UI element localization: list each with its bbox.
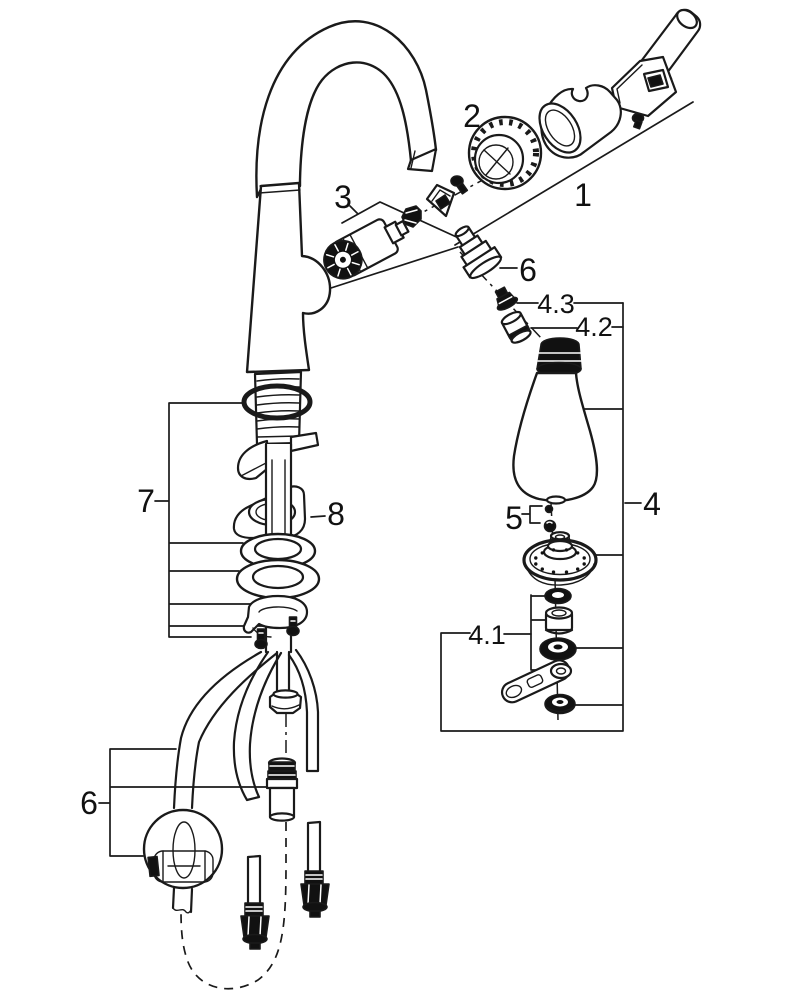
cartridge-nut: [401, 205, 422, 228]
screw-ball-group: [543, 504, 557, 533]
mounting-stack-group: [232, 370, 321, 654]
pullout-hose-outer: [172, 650, 263, 810]
label-part-2: 2: [463, 98, 481, 134]
diverter-arm: [500, 659, 573, 704]
cap-ring-group: [467, 115, 543, 191]
spray-head-group: [512, 337, 599, 505]
center-outlet-tube: [275, 650, 291, 696]
leader-lines: [154, 101, 694, 732]
supply-hose-left-curve: [232, 650, 283, 802]
bottom-seal-ring: [544, 693, 576, 715]
supply-end-left: [240, 854, 270, 950]
cartridge-screw: [450, 175, 469, 195]
flow-regulator: [500, 310, 532, 344]
quick-connect-coupling: [265, 757, 299, 822]
spray-head-outlet: [545, 495, 567, 505]
weight-hose-stub: [171, 886, 194, 914]
check-valve-seal: [494, 286, 519, 311]
handle-base-facet: [616, 64, 643, 104]
supply-end-right: [300, 820, 330, 918]
part-labels: 1 2 3 4 4.1 4.2 4.3 5 6 6 7 8: [80, 98, 661, 821]
cap-ring-spokes: [483, 147, 511, 176]
handle-window-inner: [647, 74, 664, 88]
hose-weight-ball: [142, 808, 224, 890]
spray-head-body: [512, 371, 599, 502]
label-part-4-2: 4.2: [575, 312, 613, 342]
gasket-ring-2-hole: [251, 564, 305, 590]
hose-nut-fitting: [268, 689, 303, 715]
label-part-6-hose: 6: [80, 785, 98, 821]
hose-loop-path: [180, 822, 287, 990]
cap-ring-ribs: [471, 119, 539, 187]
label-part-4: 4: [643, 486, 661, 522]
arm-ring: [549, 662, 573, 680]
label-part-6-spray: 6: [519, 252, 537, 288]
mounting-screw-right: [286, 616, 300, 637]
leader-part-3: [341, 201, 464, 241]
bracket-part-4-1: [530, 594, 547, 671]
pullout-hose-inner: [190, 651, 279, 810]
dome-sleeve: [538, 84, 622, 159]
handle-assembly-group: [538, 8, 702, 159]
label-part-1: 1: [574, 177, 592, 213]
grub-screw: [544, 504, 554, 514]
cartridge-body: [323, 218, 410, 280]
bracket-part-4: [440, 302, 642, 732]
o-ring: [241, 383, 313, 421]
bracket-part-5: [521, 505, 543, 524]
leader-part-4-2: [530, 326, 624, 329]
spray-connector-group: [454, 225, 503, 280]
label-part-7: 7: [137, 483, 155, 519]
cartridge-group: [323, 175, 469, 280]
label-part-4-1: 4.1: [468, 620, 506, 650]
bracket-part-7: [154, 402, 286, 638]
hose-break-mark: [172, 907, 192, 914]
face-boss-mid: [546, 539, 574, 553]
gasket-ring-1-hole: [253, 537, 303, 561]
spray-face-depth: [525, 563, 595, 586]
leader-part-1: [454, 101, 694, 246]
face-internals-group: [500, 587, 577, 715]
hose-weight-bracket: [98, 748, 267, 857]
cap-ring-hole: [478, 144, 514, 180]
label-part-3: 3: [334, 179, 352, 215]
spray-holes: [534, 548, 586, 574]
handle-lever-tip: [676, 8, 698, 30]
supply-hose-right-curve: [287, 648, 320, 773]
spout-tip-cap: [406, 147, 438, 173]
bracket-part-6-hose: [98, 748, 267, 857]
spout-tip-line: [410, 150, 416, 169]
hose-group: [142, 648, 330, 950]
dark-seal-ring: [539, 637, 577, 661]
bushing-cylinder: [544, 606, 574, 635]
faucet-body-cone: [245, 181, 332, 374]
face-boss-ring: [554, 534, 566, 540]
label-part-4-3: 4.3: [537, 289, 575, 319]
spray-face-group: [522, 531, 598, 586]
label-part-5: 5: [505, 500, 523, 536]
escutcheon-wedge: [236, 439, 269, 481]
cartridge-cap: [425, 183, 456, 218]
label-part-8: 8: [327, 496, 345, 532]
faucet-body-group: [245, 20, 438, 374]
mounting-screw-left: [254, 628, 268, 650]
spout-seam-lines: [258, 182, 301, 194]
threaded-shank: [253, 370, 303, 446]
leader-part-8: [310, 515, 326, 518]
handle-screw: [631, 112, 645, 130]
